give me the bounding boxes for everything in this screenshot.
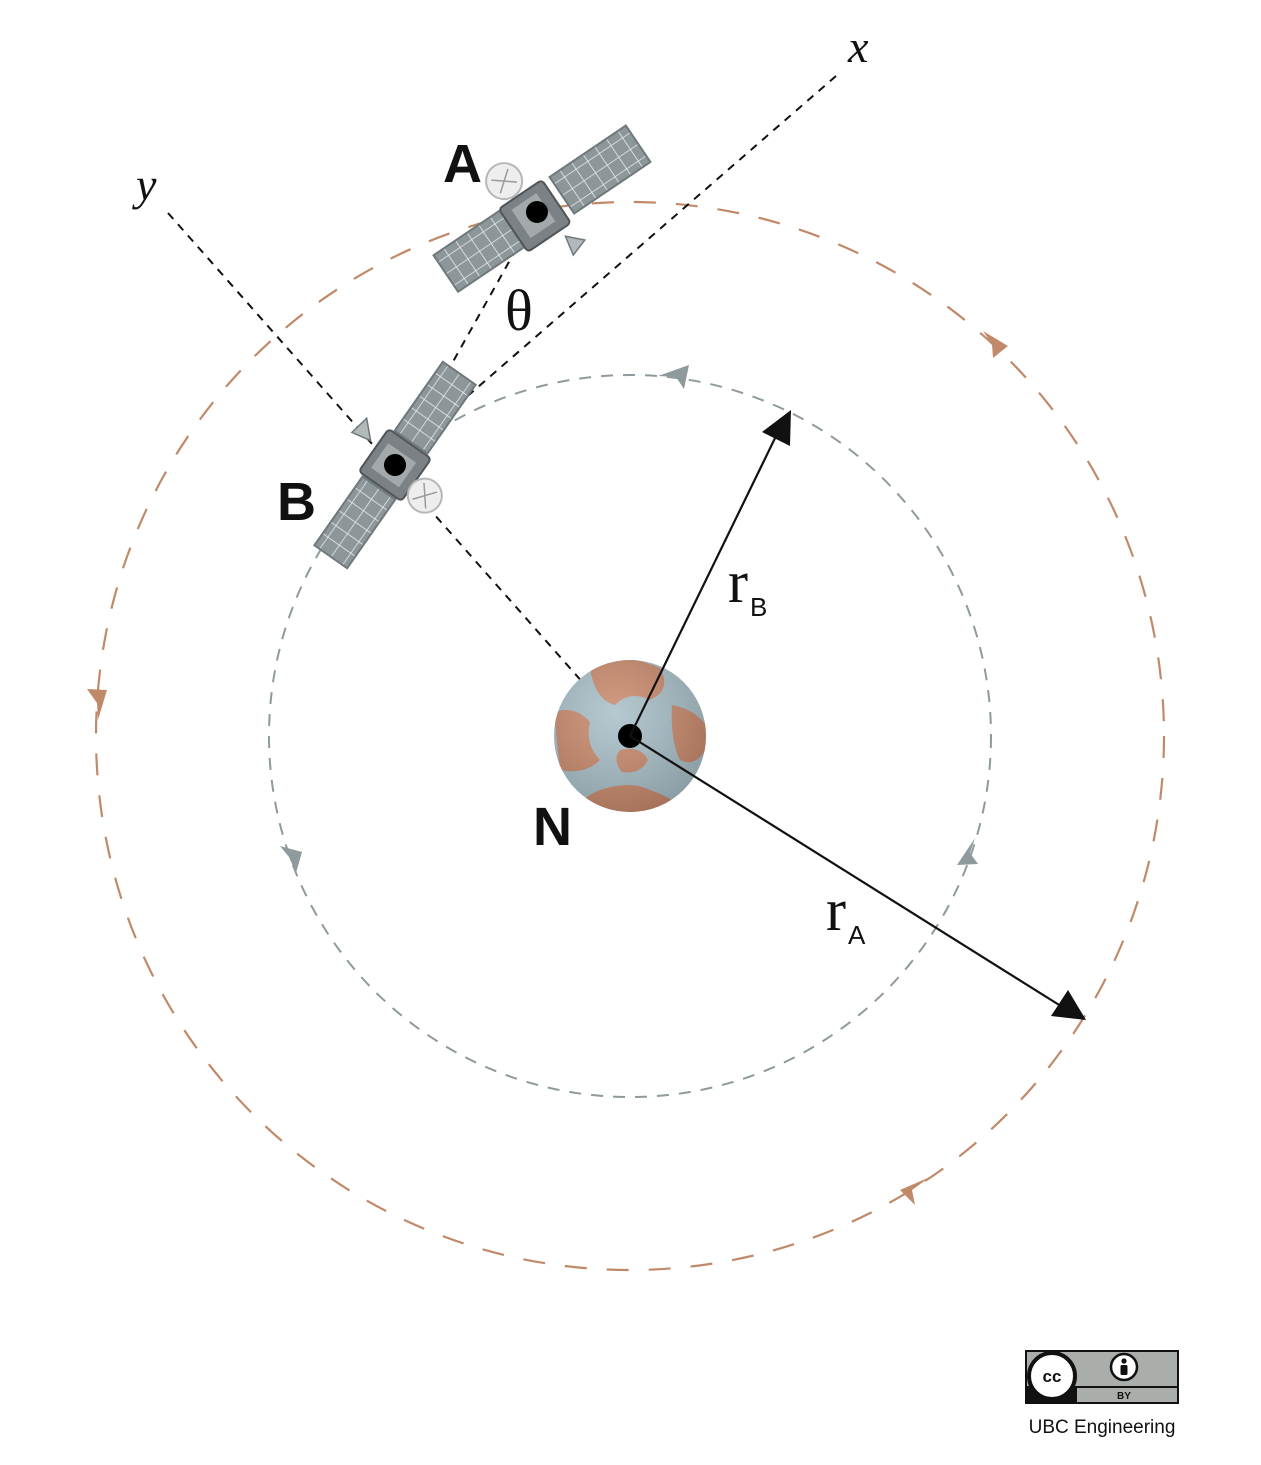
label-radius-b: r B	[728, 549, 767, 622]
attribution-person-icon	[1109, 1352, 1139, 1382]
radius-vector-b	[629, 410, 791, 737]
label-angle-theta: θ	[505, 278, 533, 343]
inner-orbit-arrow-top	[658, 365, 689, 389]
label-radius-a: r A	[826, 877, 866, 950]
outer-orbit	[94, 200, 1166, 1272]
label-axis-x: x	[847, 21, 869, 72]
cc-text: cc	[1043, 1367, 1062, 1386]
planet-icon	[554, 660, 706, 812]
satellite-a-icon	[432, 124, 652, 294]
label-satellite-a: A	[443, 134, 482, 194]
outer-orbit-arrow-right	[983, 331, 1008, 358]
inner-orbit-arrows	[280, 365, 978, 873]
credit-text: UBC Engineering	[1029, 1417, 1176, 1438]
label-radius-a-sub: A	[848, 920, 866, 950]
outer-orbit-arrow-bottom	[900, 1177, 930, 1205]
outer-orbit-arrow-left	[87, 689, 107, 720]
label-radius-b-sub: B	[750, 592, 767, 622]
label-planet: N	[533, 797, 572, 857]
label-radius-a-main: r	[826, 877, 846, 943]
x-axis-line	[439, 75, 837, 421]
inner-orbit-arrow-left	[280, 846, 302, 873]
outer-orbit-arrows	[87, 331, 1008, 1205]
label-axis-y: y	[132, 159, 157, 210]
license-by-text: BY	[1117, 1391, 1131, 1402]
inner-orbit	[268, 374, 992, 1098]
radius-vector-a	[629, 735, 1086, 1020]
inner-orbit-arrow-right	[957, 838, 978, 865]
satellite-b-icon	[312, 360, 478, 570]
creative-commons-icon: cc	[1027, 1351, 1077, 1401]
label-satellite-b: B	[277, 472, 316, 532]
label-radius-b-main: r	[728, 549, 748, 615]
license-badge[interactable]: cc BY	[1025, 1350, 1179, 1404]
